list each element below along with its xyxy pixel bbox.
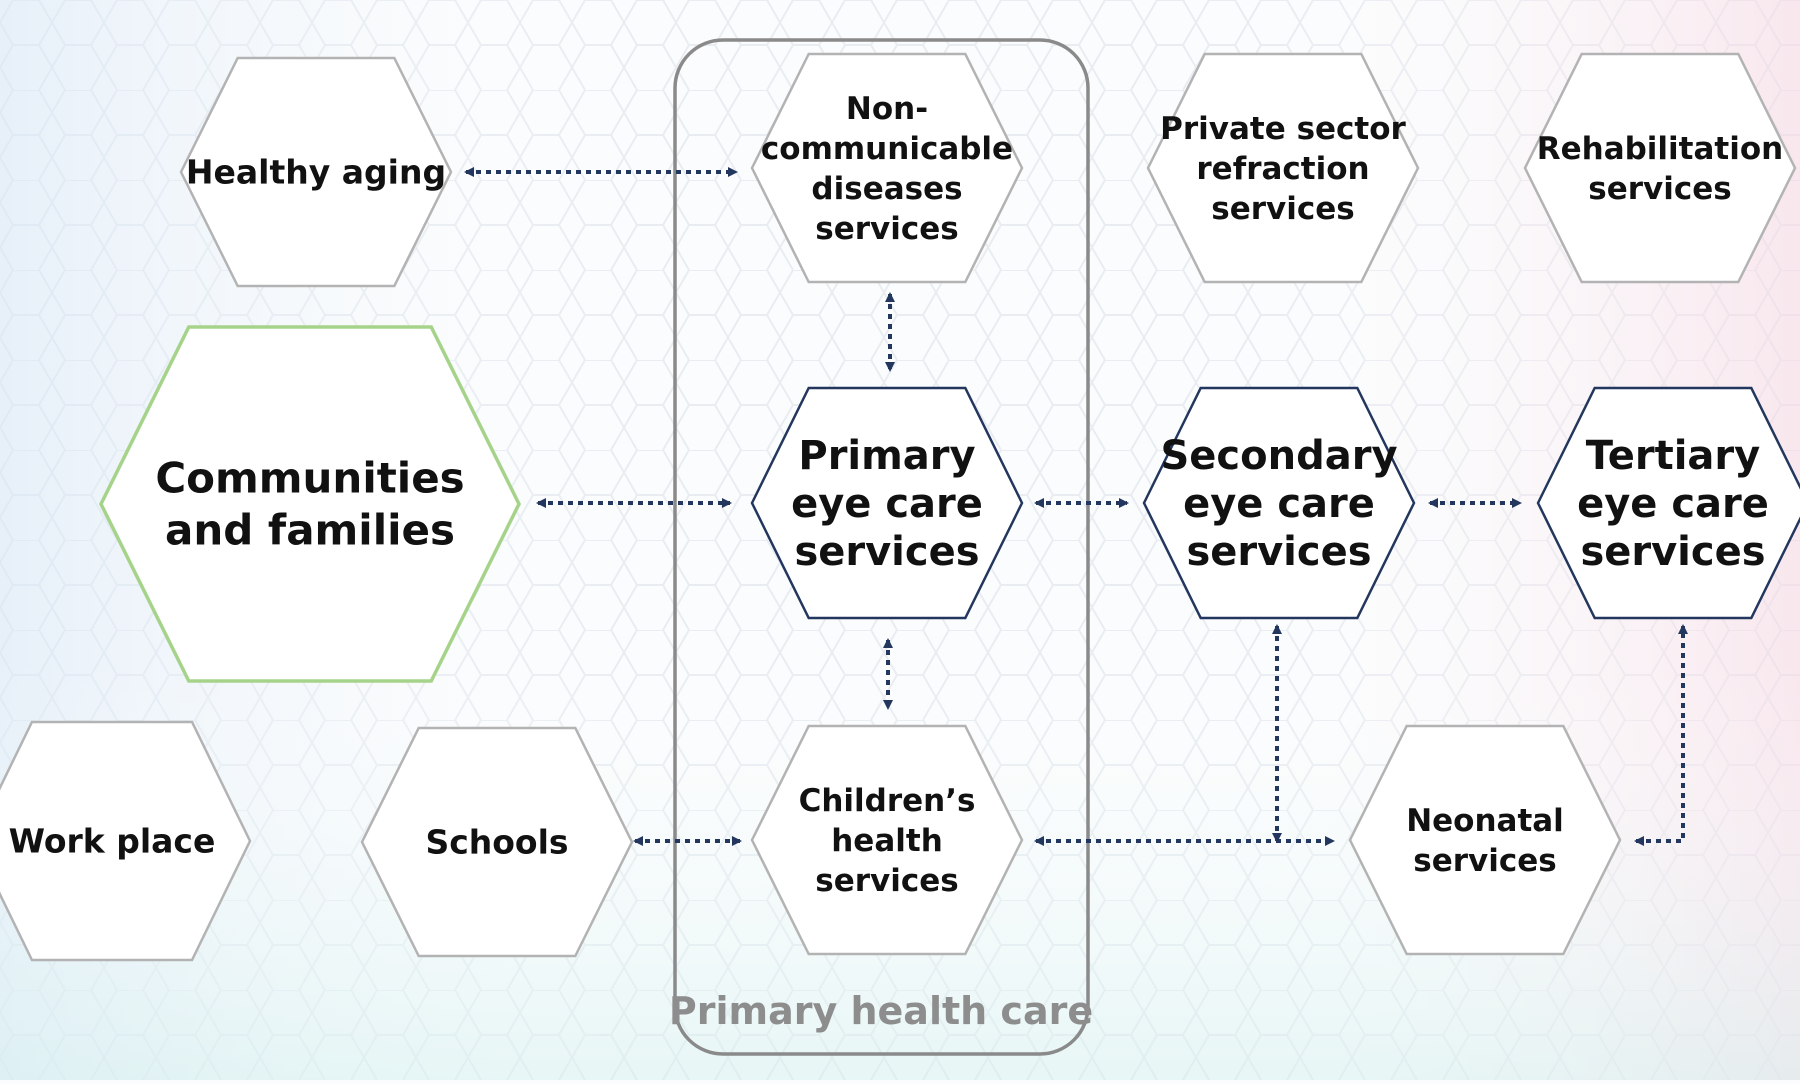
hexagon-shape — [1142, 386, 1416, 620]
node-label-line: services — [1588, 171, 1731, 207]
node-label-line: services — [815, 211, 958, 247]
node-label-line: eye care — [1577, 481, 1769, 527]
nodes: Healthy aging Non-communicable diseases ser… — [0, 52, 1800, 962]
node-label-line: communicable — [761, 131, 1013, 167]
node-label-line: Tertiary — [1586, 433, 1760, 479]
node-healthy-aging: Healthy aging — [179, 56, 453, 288]
hexagon-shape — [1536, 386, 1800, 620]
node-private-refraction: Private sector refraction services — [1146, 52, 1420, 284]
hexagon-shape — [1523, 52, 1797, 284]
hexagon-shape — [360, 726, 634, 958]
node-label-line: refraction — [1196, 151, 1369, 187]
node-label-line: Children’s — [799, 783, 976, 819]
node-label-line: diseases — [811, 171, 962, 207]
node-label-line: services — [815, 863, 958, 899]
hexagon-shape — [750, 386, 1024, 620]
node-rehabilitation: Rehabilitation services — [1523, 52, 1797, 284]
node-label-line: Schools — [425, 823, 568, 862]
node-work-place: Work place — [0, 720, 252, 962]
node-label-line: Primary — [798, 433, 975, 479]
node-label-line: Private sector — [1160, 111, 1406, 147]
node-label-line: Work place — [9, 822, 216, 861]
node-label-line: and families — [165, 506, 455, 555]
node-label-line: eye care — [1183, 481, 1375, 527]
node-label-line: Non- — [846, 91, 928, 127]
node-label-line: services — [794, 529, 979, 575]
node-label-line: Rehabilitation — [1537, 131, 1784, 167]
group-border — [673, 38, 1090, 1056]
node-neonatal: Neonatal services — [1348, 724, 1622, 956]
hexagon-shape — [1146, 52, 1420, 284]
connector-neonatal-to-tertiary-eye-care — [1634, 624, 1688, 846]
hexagon-shape — [179, 56, 453, 288]
node-label-line: Neonatal — [1406, 803, 1564, 839]
group-label: Primary health care — [669, 989, 1093, 1033]
node-label-line: Healthy aging — [186, 153, 446, 192]
node-label-line: services — [1580, 529, 1765, 575]
node-ncd-services: Non-communicable diseases services — [750, 52, 1024, 284]
hexagon-shape — [0, 720, 252, 962]
connectors — [464, 167, 1688, 846]
node-label-line: Communities — [155, 454, 464, 503]
hexagon-shape — [99, 325, 521, 683]
node-label-line: eye care — [791, 481, 983, 527]
hexagon-shape — [750, 52, 1024, 284]
hexagon-shape — [750, 724, 1024, 956]
node-schools: Schools — [360, 726, 634, 958]
group-primary-health-care: Primary health care — [669, 38, 1093, 1056]
node-label-line: services — [1186, 529, 1371, 575]
node-label-line: Secondary — [1160, 433, 1397, 479]
node-childrens-health: Children’s health services — [750, 724, 1024, 956]
node-label-line: health — [831, 823, 943, 859]
hexagon-shape — [1348, 724, 1622, 956]
node-label-line: services — [1413, 843, 1556, 879]
node-label-line: services — [1211, 191, 1354, 227]
